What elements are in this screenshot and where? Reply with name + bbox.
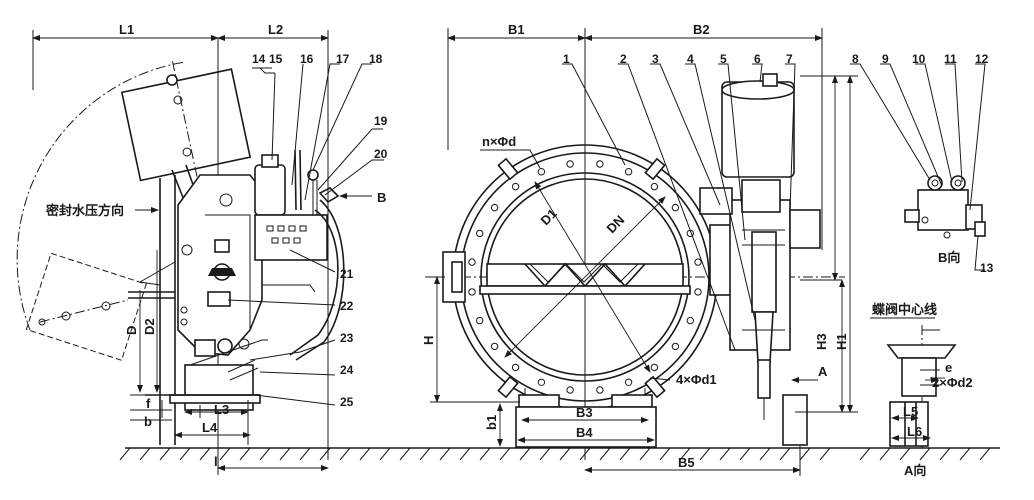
- side-view: [16, 30, 384, 475]
- label-l1: L1: [119, 22, 134, 37]
- part-10: 10: [912, 52, 926, 66]
- part-8: 8: [852, 52, 859, 66]
- bolt-hole: [596, 160, 604, 168]
- label-b1: B1: [508, 22, 525, 37]
- bolt-hole: [537, 168, 546, 176]
- bolt-hole: [490, 203, 499, 212]
- label-l2: L2: [268, 22, 283, 37]
- part-5: 5: [720, 52, 727, 66]
- label-f: f: [146, 396, 151, 411]
- front-view: [425, 28, 858, 476]
- label-b4: B4: [576, 425, 593, 440]
- part-15: 15: [269, 52, 283, 66]
- label-h3: H3: [814, 333, 829, 350]
- part-18: 18: [369, 52, 383, 66]
- ground-line: [119, 447, 1000, 461]
- bolt-hole: [476, 229, 484, 238]
- part-11: 11: [944, 52, 957, 66]
- part-13: 13: [980, 261, 994, 275]
- part-1: 1: [563, 52, 570, 66]
- bolt-hole: [650, 363, 659, 372]
- bolt-hole: [650, 182, 659, 191]
- view-b-detail: [850, 63, 986, 271]
- label-4-holes: 4×Φd1: [676, 372, 717, 387]
- part-25: 25: [340, 395, 354, 409]
- label-seal-pressure: 密封水压方向: [45, 203, 124, 218]
- label-b5: B5: [678, 455, 695, 470]
- bolt-hole: [566, 160, 574, 168]
- bolt-hole: [624, 168, 633, 176]
- bolt-hole: [490, 342, 499, 351]
- view-a-detail: [870, 317, 957, 448]
- bolt-hole: [468, 258, 476, 266]
- bolt-hole: [468, 288, 476, 296]
- label-n-holes: n×Φd: [482, 134, 516, 149]
- bolt-hole: [566, 386, 574, 394]
- label-d: D: [124, 326, 139, 335]
- part-9: 9: [882, 52, 889, 66]
- label-l: l: [214, 454, 218, 469]
- bolt-hole: [596, 386, 604, 394]
- label-b1: b1: [484, 415, 499, 430]
- label-e: e: [945, 360, 952, 375]
- part-14: 14: [252, 52, 266, 66]
- label-h1: H1: [834, 333, 849, 350]
- bolt-hole: [511, 363, 520, 372]
- part-12: 12: [975, 52, 989, 66]
- label-d2: D2: [142, 318, 157, 335]
- bolt-hole: [511, 182, 520, 191]
- part-24: 24: [340, 363, 354, 377]
- part-21: 21: [340, 267, 354, 281]
- part-numbers: 14 15 16 17 18 19 20 21 22 23 24 25 1 2 …: [252, 52, 994, 409]
- part-16: 16: [300, 52, 314, 66]
- label-2-holes: 2×Φd2: [932, 375, 973, 390]
- part-20: 20: [374, 147, 388, 161]
- label-view-b: B向: [938, 250, 960, 265]
- part-17: 17: [336, 52, 350, 66]
- bolt-hole: [624, 378, 633, 386]
- label-h: H: [421, 336, 436, 345]
- part-23: 23: [340, 331, 354, 345]
- label-l5: L5: [903, 404, 918, 419]
- label-l4: L4: [202, 420, 218, 435]
- bolt-holes: [468, 160, 702, 394]
- label-l6: L6: [907, 424, 922, 439]
- bolt-hole: [671, 203, 680, 212]
- part-4: 4: [687, 52, 694, 66]
- label-dn: DN: [604, 212, 628, 236]
- part-2: 2: [620, 52, 627, 66]
- part-3: 3: [652, 52, 659, 66]
- bolt-hole: [537, 378, 546, 386]
- label-b: b: [144, 414, 152, 429]
- part-22: 22: [340, 299, 354, 313]
- bolt-hole: [671, 342, 680, 351]
- label-a: A: [818, 364, 828, 379]
- part-7: 7: [786, 52, 793, 66]
- part-19: 19: [374, 114, 388, 128]
- label-d1: D1: [538, 206, 560, 228]
- bolt-hole: [694, 288, 702, 296]
- label-view-a: A向: [904, 463, 926, 478]
- bolt-hole: [476, 316, 484, 325]
- part-6: 6: [754, 52, 761, 66]
- bolt-hole: [694, 258, 702, 266]
- bolt-hole: [686, 316, 694, 325]
- label-valve-centerline: 蝶阀中心线: [872, 302, 937, 317]
- label-b-arrow: B: [377, 190, 386, 205]
- label-b2: B2: [693, 22, 710, 37]
- label-l3: L3: [214, 402, 229, 417]
- label-b3: B3: [576, 405, 593, 420]
